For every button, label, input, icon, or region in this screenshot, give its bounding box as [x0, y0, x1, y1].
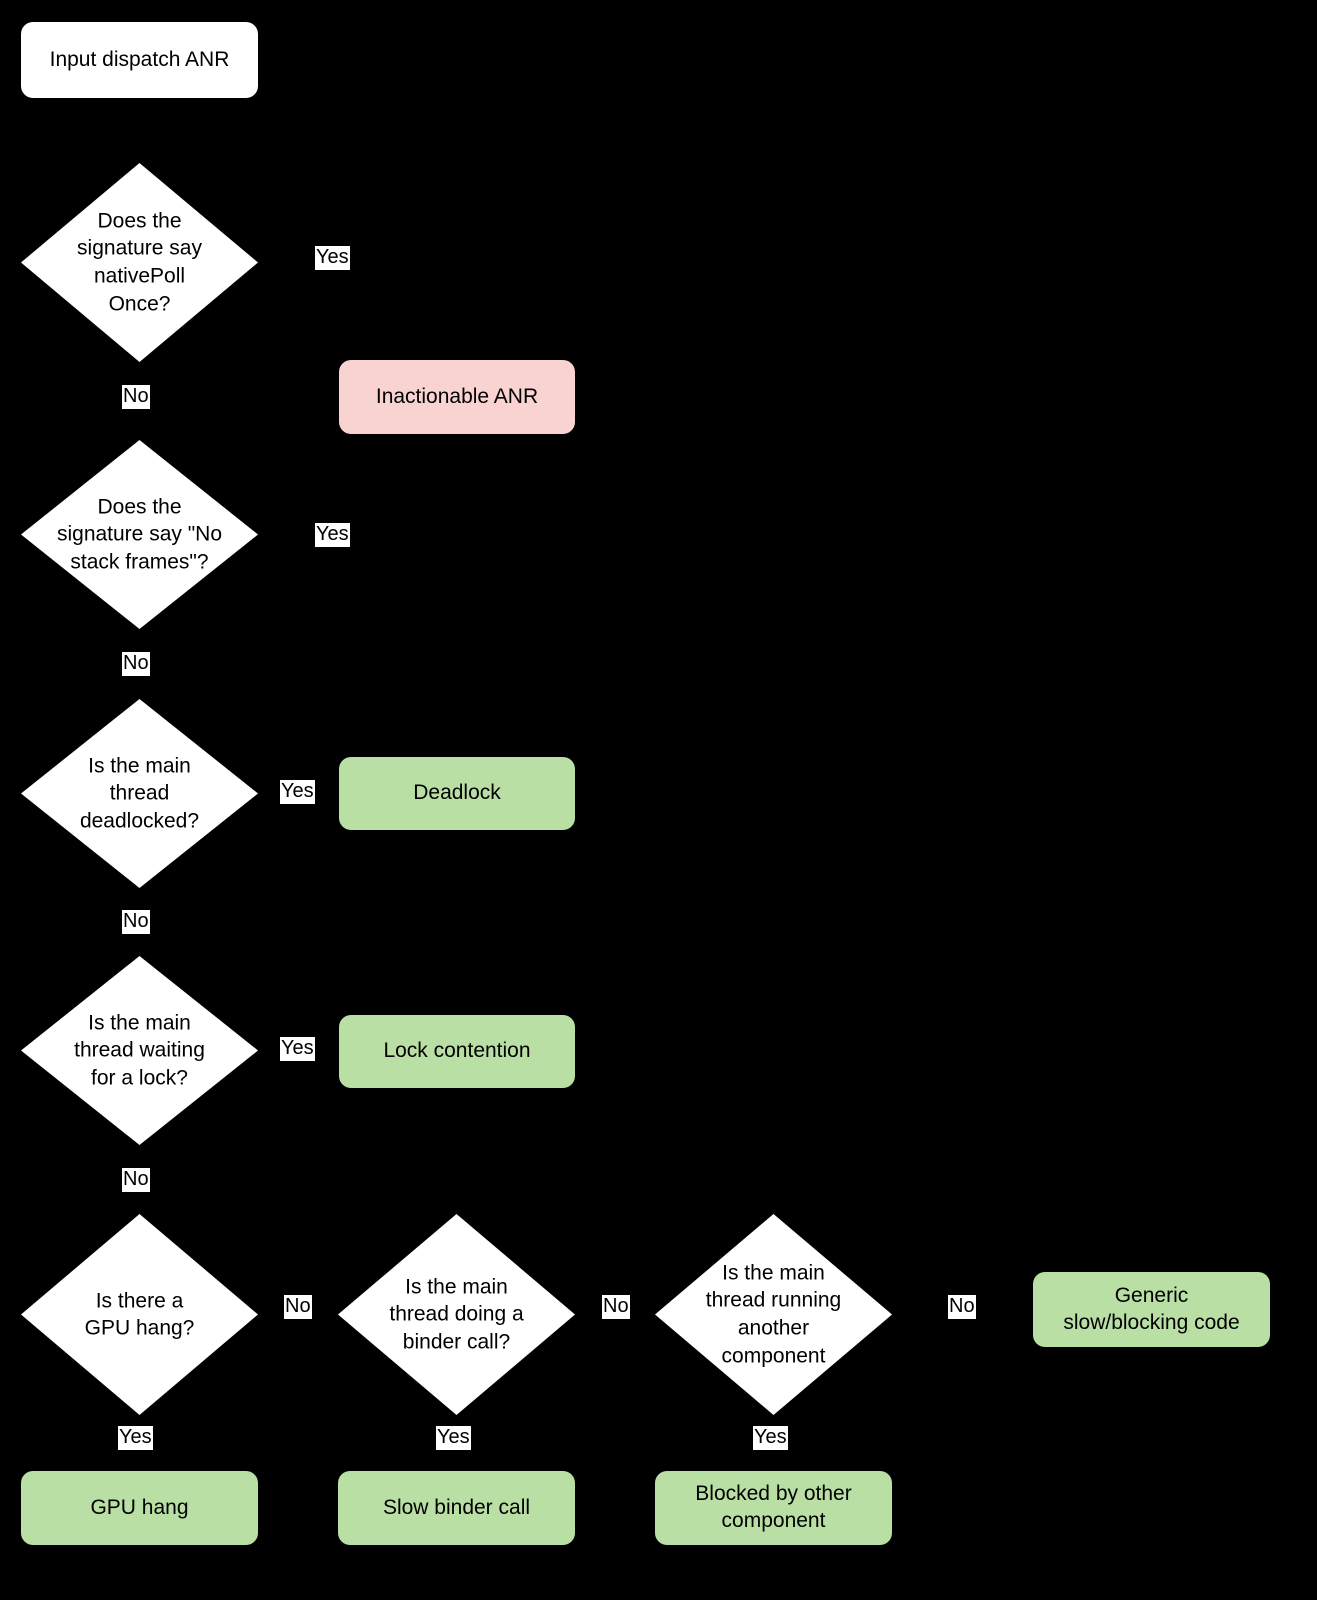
edge-label-yes-binder-call: Yes [436, 1426, 471, 1450]
edge-label-no-no-stack-frames: No [122, 652, 150, 676]
edge-label-no-main-thread-waiting-lock: No [122, 1168, 150, 1192]
outcome-inactionable-anr[interactable]: Inactionable ANR [339, 360, 575, 434]
edge-label-yes-no-stack-frames: Yes [315, 523, 350, 547]
connector-start-to-nativepoll [138, 97, 141, 163]
outcome-generic-slow-blocking-code[interactable]: Generic slow/blocking code [1033, 1272, 1270, 1347]
connector-nativepoll-yes-down [456, 261, 459, 361]
decision-no-stack-frames[interactable]: Does the signature say "No stack frames"… [21, 440, 258, 629]
decision-gpu-hang[interactable]: Is there a GPU hang? [21, 1214, 258, 1415]
outcome-gpu-hang[interactable]: GPU hang [21, 1471, 258, 1545]
edge-label-no-main-thread-deadlocked: No [122, 910, 150, 934]
connector-nostack-yes-up [456, 434, 459, 541]
decision-main-thread-waiting-lock[interactable]: Is the main thread waiting for a lock? [21, 956, 258, 1145]
edge-label-no-native-poll-once: No [122, 385, 150, 409]
diamond-shape [21, 440, 258, 629]
outcome-lock-contention[interactable]: Lock contention [339, 1015, 575, 1088]
edge-label-yes-gpu-hang: Yes [118, 1426, 153, 1450]
outcome-deadlock[interactable]: Deadlock [339, 757, 575, 830]
edge-label-no-binder-call: No [602, 1295, 630, 1319]
connector-nostack-yes [258, 538, 457, 541]
edge-label-yes-native-poll-once: Yes [315, 246, 350, 270]
edge-label-no-gpu-hang: No [284, 1295, 312, 1319]
diamond-shape [21, 956, 258, 1145]
outcome-slow-binder-call[interactable]: Slow binder call [338, 1471, 575, 1545]
edge-label-no-another-component: No [948, 1295, 976, 1319]
diamond-shape [655, 1214, 892, 1415]
connector-component-yes [772, 1415, 775, 1500]
connector-binder-yes [455, 1415, 458, 1500]
decision-binder-call[interactable]: Is the main thread doing a binder call? [338, 1214, 575, 1415]
edge-label-yes-main-thread-waiting-lock: Yes [280, 1037, 315, 1061]
start-node-input-dispatch-anr[interactable]: Input dispatch ANR [21, 22, 258, 98]
diamond-shape [21, 1214, 258, 1415]
connector-nativepoll-yes [258, 261, 457, 264]
connector-gpuhang-yes [138, 1415, 141, 1500]
diamond-shape [21, 699, 258, 888]
diamond-shape [338, 1214, 575, 1415]
edge-label-yes-another-component: Yes [753, 1426, 788, 1450]
edge-label-yes-main-thread-deadlocked: Yes [280, 780, 315, 804]
decision-native-poll-once[interactable]: Does the signature say nativePoll Once? [21, 163, 258, 362]
decision-main-thread-deadlocked[interactable]: Is the main thread deadlocked? [21, 699, 258, 888]
diamond-shape [21, 163, 258, 362]
decision-another-component[interactable]: Is the main thread running another compo… [655, 1214, 892, 1415]
outcome-blocked-by-other-component[interactable]: Blocked by other component [655, 1471, 892, 1545]
